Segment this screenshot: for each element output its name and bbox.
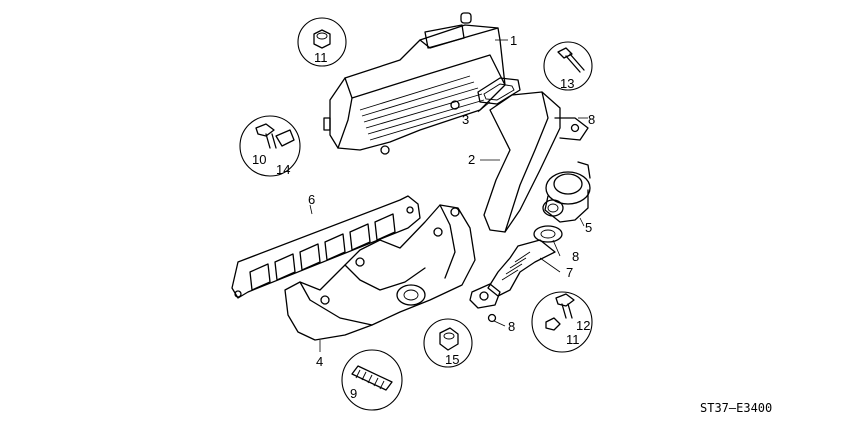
callout-14: 14 xyxy=(276,162,290,177)
manifold-flange-gasket xyxy=(487,313,497,323)
callout-1: 1 xyxy=(510,33,517,48)
callout-2: 2 xyxy=(468,152,475,167)
callout-4: 4 xyxy=(316,354,323,369)
egr-gasket xyxy=(533,225,563,243)
callout-13: 13 xyxy=(560,76,574,91)
nut-15 xyxy=(423,318,473,368)
exhaust-pipe xyxy=(483,91,589,233)
callout-5: 5 xyxy=(585,220,592,235)
callout-15: 15 xyxy=(445,352,459,367)
nut-11-top xyxy=(297,17,347,67)
callout-labels: 1 2 3 4 5 6 7 8 8 8 9 10 11 11 12 13 14 … xyxy=(252,33,595,401)
egr-valve xyxy=(542,161,591,223)
pipe-gasket xyxy=(477,77,521,105)
manifold-gasket xyxy=(231,195,421,299)
callout-3: 3 xyxy=(462,112,469,127)
egr-pipe xyxy=(469,239,556,309)
callout-11-bottom: 11 xyxy=(566,332,580,347)
callout-6: 6 xyxy=(308,192,315,207)
bolt-12-nut-11 xyxy=(531,291,593,353)
callout-11-top: 11 xyxy=(314,50,328,65)
stud-9 xyxy=(341,349,403,411)
callout-9: 9 xyxy=(350,386,357,401)
exhaust-manifold xyxy=(284,204,476,341)
callout-8-top: 8 xyxy=(588,112,595,127)
callout-10: 10 xyxy=(252,152,266,167)
leader-lines xyxy=(309,39,588,352)
callout-8-middle: 8 xyxy=(572,249,579,264)
callout-7: 7 xyxy=(566,265,573,280)
callout-8-bottom: 8 xyxy=(508,319,515,334)
bolt-10-14 xyxy=(239,115,301,177)
callout-12: 12 xyxy=(576,318,590,333)
bolt-13 xyxy=(543,41,593,91)
diagram-code: ST37–E3400 xyxy=(700,401,772,415)
heat-shield-cover xyxy=(323,12,506,155)
